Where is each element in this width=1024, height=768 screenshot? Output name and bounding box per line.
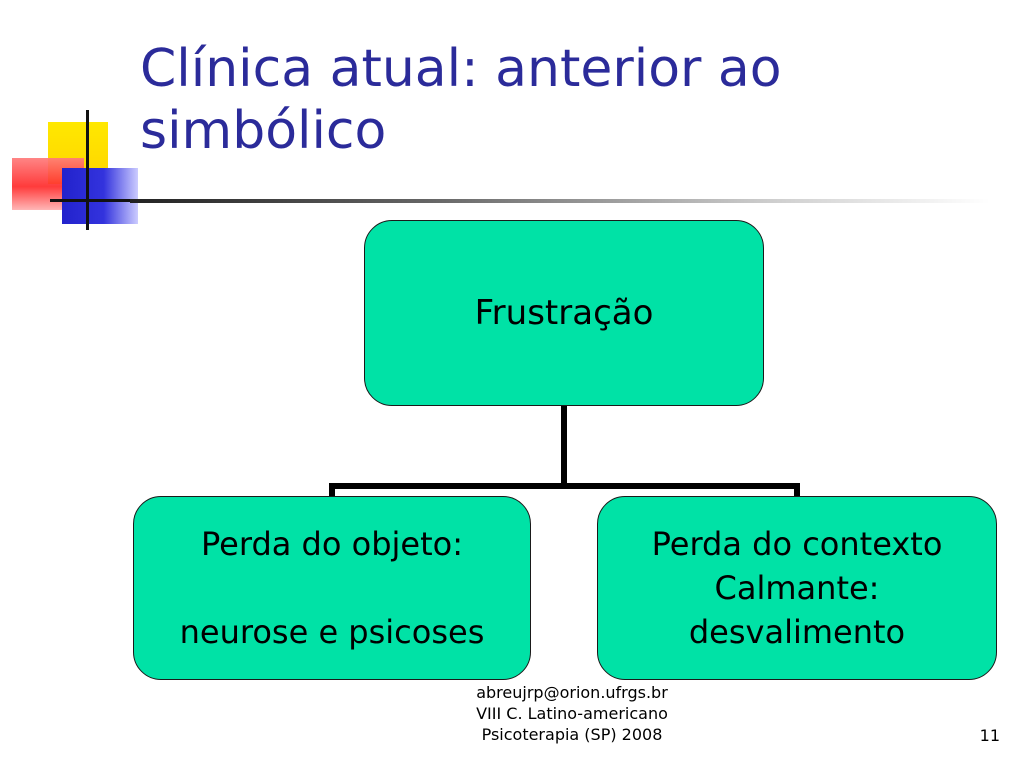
node-perda-do-objeto: Perda do objeto: neurose e psicoses (133, 496, 531, 680)
footer-location-year: Psicoterapia (SP) 2008 (481, 725, 663, 744)
footer-event: VIII C. Latino-americano (476, 704, 668, 723)
logo-horizontal-line (50, 199, 200, 202)
node-label-line2: neurose e psicoses (179, 613, 485, 651)
node-text-block: Perda do contexto Calmante: desvalimento (652, 522, 943, 654)
slide-title: Clínica atual: anterior ao simbólico (140, 39, 782, 161)
node-label-line1: Perda do contexto (651, 525, 943, 563)
node-perda-do-contexto: Perda do contexto Calmante: desvalimento (597, 496, 997, 680)
node-label-line1: Perda do objeto: (201, 525, 463, 563)
node-label-line2: Calmante: (714, 569, 880, 607)
node-text-block: Perda do objeto: neurose e psicoses (180, 522, 485, 654)
slide-footer: abreujrp@orion.ufrgs.br VIII C. Latino-a… (412, 682, 732, 745)
node-frustracao: Frustração (364, 220, 764, 406)
logo-vertical-line (86, 110, 89, 230)
node-blank-line (180, 566, 485, 610)
title-underline (130, 199, 990, 203)
node-label: Frustração (474, 293, 654, 333)
node-label-line3: desvalimento (688, 613, 906, 651)
slide-logo-decoration (0, 0, 200, 240)
blue-square (62, 168, 138, 224)
page-number: 11 (979, 726, 1000, 745)
footer-email: abreujrp@orion.ufrgs.br (476, 683, 668, 702)
